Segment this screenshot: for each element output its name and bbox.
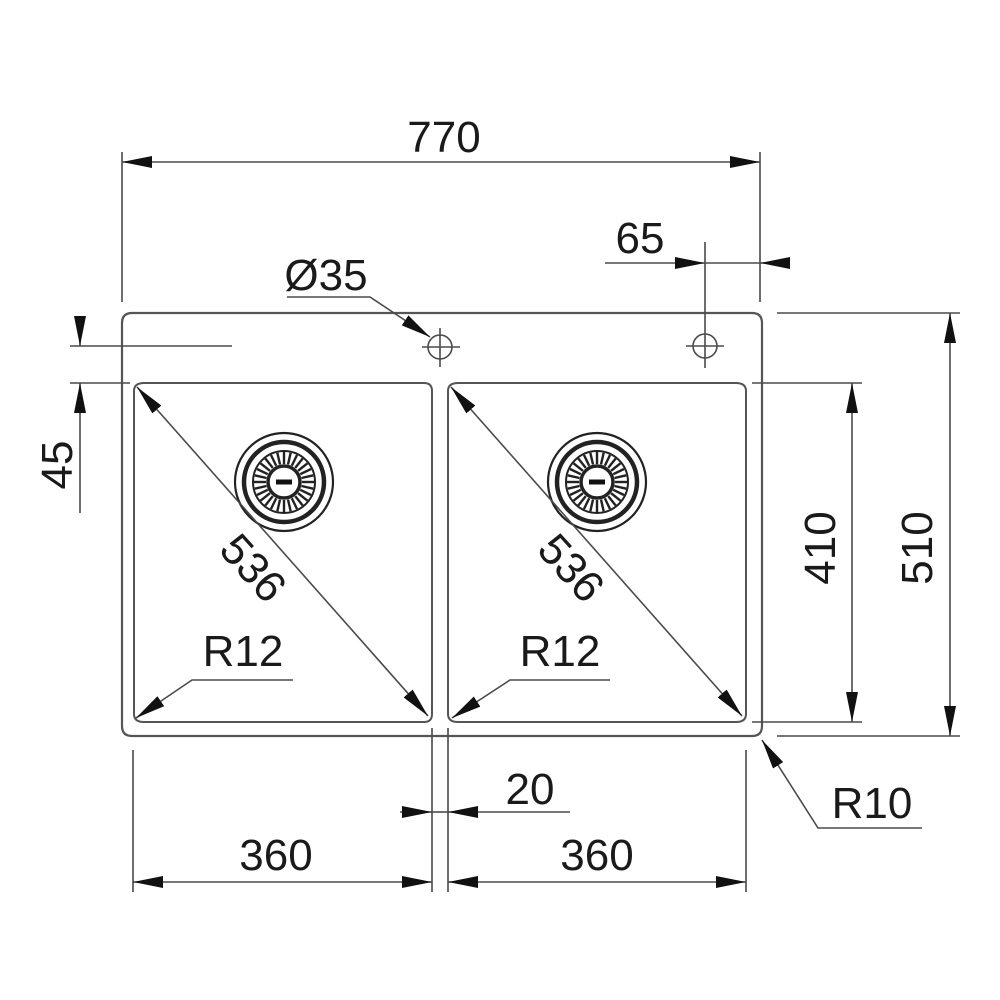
drain-left-icon <box>233 431 335 533</box>
dim-bowl-depth: 410 <box>752 382 862 723</box>
drain-slot <box>276 452 282 465</box>
dim-tap-diameter: Ø35 <box>284 251 431 338</box>
drain-slot <box>582 454 591 467</box>
dim-bowl-right-radius: R12 <box>451 627 610 719</box>
dim-bowl-right-width: 360 <box>448 750 747 892</box>
drain-plug-slot <box>589 479 605 485</box>
drain-slot <box>614 484 627 490</box>
label-outer-radius: R10 <box>832 779 913 828</box>
bowl-right <box>447 382 747 723</box>
dim-tap-offset: 65 <box>605 214 790 269</box>
dim-outer-radius: R10 <box>761 739 922 829</box>
label-bowl-depth: 410 <box>796 511 845 584</box>
label-bowl-right-diagonal: 536 <box>528 525 614 612</box>
drain-slot <box>582 497 591 510</box>
label-tap-diameter: Ø35 <box>284 251 367 300</box>
label-bowl-right-radius: R12 <box>520 627 601 676</box>
drain-slot <box>567 474 580 480</box>
drain-slot <box>254 474 267 480</box>
drain-slot <box>290 454 299 467</box>
dim-bowl-left-radius: R12 <box>135 627 293 719</box>
label-bowl-left-width: 360 <box>239 831 312 880</box>
drain-slot <box>269 497 278 510</box>
sink-outline <box>120 311 764 738</box>
drain-slot <box>603 497 612 510</box>
dim-overall-depth: 510 <box>777 312 960 737</box>
tap-hole-right <box>686 242 724 368</box>
drain-slot <box>612 488 625 497</box>
drain-slot <box>286 499 292 512</box>
drain-slot <box>301 484 314 490</box>
drain-slot <box>276 499 282 512</box>
label-bowl-left-radius: R12 <box>203 627 284 676</box>
drain-slot <box>589 499 595 512</box>
drain-slot <box>567 484 580 490</box>
drain-slot <box>589 452 595 465</box>
drain-slot <box>599 452 605 465</box>
drain-slot <box>603 454 612 467</box>
bowl-left <box>133 382 433 723</box>
drain-slot <box>299 467 312 476</box>
dim-back-ledge: 45 <box>33 316 232 513</box>
dim-bowl-left-width: 360 <box>132 750 432 892</box>
drain-slot <box>254 484 267 490</box>
dim-divider-width: 20 <box>400 728 570 892</box>
label-tap-offset: 65 <box>616 214 665 263</box>
drain-slot <box>299 488 312 497</box>
drain-slot <box>256 467 269 476</box>
label-bowl-left-diagonal: 536 <box>210 525 296 612</box>
drain-slot <box>569 488 582 497</box>
drain-slot <box>256 488 269 497</box>
drain-slot <box>569 467 582 476</box>
drain-slot <box>269 454 278 467</box>
label-overall-width: 770 <box>407 113 480 162</box>
label-divider-width: 20 <box>506 765 555 814</box>
drain-right-icon <box>546 431 648 533</box>
drain-slot <box>301 474 314 480</box>
drain-slot <box>612 467 625 476</box>
drain-slot <box>286 452 292 465</box>
drain-slot <box>290 497 299 510</box>
dim-overall-width: 770 <box>121 113 761 302</box>
tap-hole-left <box>422 328 460 367</box>
label-bowl-right-width: 360 <box>560 831 633 880</box>
drain-plug-slot <box>276 479 292 485</box>
label-back-ledge: 45 <box>33 441 82 490</box>
drain-slot <box>599 499 605 512</box>
drain-slot <box>614 474 627 480</box>
label-overall-depth: 510 <box>893 511 942 584</box>
